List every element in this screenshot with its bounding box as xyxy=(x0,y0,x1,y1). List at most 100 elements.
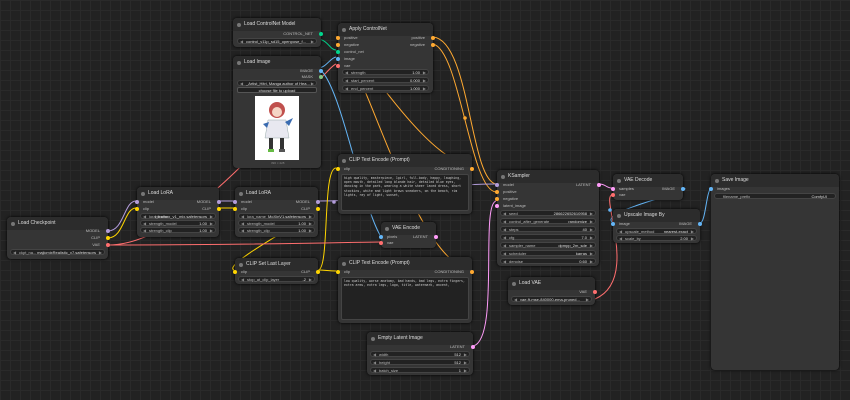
output-image-pin[interactable] xyxy=(698,222,702,226)
input-clip-pin[interactable] xyxy=(135,207,139,211)
input-images-pin[interactable] xyxy=(709,187,713,191)
arrow-right-icon[interactable]: ▶ xyxy=(310,81,314,86)
output-latent-pin[interactable] xyxy=(434,235,438,239)
node-load-vae[interactable]: Load VAE VAE ◀vae-ft-mse-840000-ema-prun… xyxy=(508,277,597,305)
arrow-left-icon[interactable]: ◀ xyxy=(503,219,507,224)
node-upscale-image-by[interactable]: Upscale Image By image IMAGE ◀upscale_me… xyxy=(611,209,702,243)
node-title[interactable]: Load ControlNet Model xyxy=(233,18,321,31)
arrow-left-icon[interactable]: ◀ xyxy=(619,229,623,234)
arrow-left-icon[interactable]: ◀ xyxy=(13,250,17,255)
arrow-left-icon[interactable]: ◀ xyxy=(240,39,244,44)
arrow-right-icon[interactable]: ▶ xyxy=(98,250,102,255)
arrow-right-icon[interactable]: ▶ xyxy=(589,243,593,248)
output-vae-pin[interactable] xyxy=(106,243,110,247)
arrow-left-icon[interactable]: ◀ xyxy=(241,277,245,282)
node-title[interactable]: Empty Latent Image xyxy=(367,332,473,345)
input-negative-pin[interactable] xyxy=(495,197,499,201)
node-clip-text-encode-negative[interactable]: CLIP Text Encode (Prompt) clip CONDITION… xyxy=(336,257,474,323)
arrow-left-icon[interactable]: ◀ xyxy=(143,228,147,233)
input-model-pin[interactable] xyxy=(233,200,237,204)
arrow-right-icon[interactable]: ▶ xyxy=(308,214,312,219)
input-clip-pin[interactable] xyxy=(233,270,237,274)
arrow-right-icon[interactable]: ▶ xyxy=(589,235,593,240)
arrow-left-icon[interactable]: ◀ xyxy=(345,70,349,75)
arrow-right-icon[interactable]: ▶ xyxy=(463,352,467,357)
arrow-left-icon[interactable]: ◀ xyxy=(503,235,507,240)
node-load-image[interactable]: Load Image IMAGE MASK ◀_Artist_Hitri, Ma… xyxy=(233,56,323,168)
collapse-dot-icon[interactable] xyxy=(617,213,621,218)
arrow-right-icon[interactable]: ▶ xyxy=(463,368,467,373)
arrow-right-icon[interactable]: ▶ xyxy=(310,39,314,44)
arrow-right-icon[interactable]: ▶ xyxy=(589,251,593,256)
node-clip-text-encode-positive[interactable]: CLIP Text Encode (Prompt) clip CONDITION… xyxy=(336,154,474,214)
arrow-right-icon[interactable]: ▶ xyxy=(209,214,213,219)
arrow-left-icon[interactable]: ◀ xyxy=(143,221,147,226)
input-samples-pin[interactable] xyxy=(611,187,615,191)
input-clip-pin[interactable] xyxy=(336,270,340,274)
node-load-lora-2[interactable]: Load LoRA model clip MODEL CLIP ◀lora_na… xyxy=(233,187,320,237)
node-title[interactable]: Save Image xyxy=(711,174,839,187)
arrow-left-icon[interactable]: ◀ xyxy=(503,211,507,216)
arrow-left-icon[interactable]: ◀ xyxy=(241,214,245,219)
collapse-dot-icon[interactable] xyxy=(11,221,15,226)
arrow-left-icon[interactable]: ◀ xyxy=(503,227,507,232)
prompt-textarea[interactable]: low quality, worse anatomy, bad hands, b… xyxy=(341,277,469,320)
collapse-dot-icon[interactable] xyxy=(141,191,145,196)
input-image-pin[interactable] xyxy=(336,57,340,61)
node-title[interactable]: Load Image xyxy=(233,56,321,69)
arrow-right-icon[interactable]: ▶ xyxy=(690,236,694,241)
collapse-dot-icon[interactable] xyxy=(342,27,346,32)
collapse-dot-icon[interactable] xyxy=(617,178,621,183)
output-latent-pin[interactable] xyxy=(471,345,475,349)
arrow-right-icon[interactable]: ▶ xyxy=(308,228,312,233)
node-title[interactable]: Apply ControlNet xyxy=(338,23,433,36)
arrow-right-icon[interactable]: ▶ xyxy=(463,360,467,365)
output-model-pin[interactable] xyxy=(316,200,320,204)
node-load-checkpoint[interactable]: Load Checkpoint MODEL CLIP VAE ◀ckpt_na.… xyxy=(7,217,110,259)
stop-at-clip-layer-stepper[interactable]: ◀stop_at_clip_layer-2▶ xyxy=(238,276,315,282)
collapse-dot-icon[interactable] xyxy=(512,281,516,286)
arrow-right-icon[interactable]: ▶ xyxy=(209,221,213,226)
arrow-left-icon[interactable]: ◀ xyxy=(373,352,377,357)
arrow-right-icon[interactable]: ▶ xyxy=(589,211,593,216)
node-title[interactable]: CLIP Text Encode (Prompt) xyxy=(338,257,472,270)
output-clip-pin[interactable] xyxy=(316,207,320,211)
output-vae-pin[interactable] xyxy=(593,290,597,294)
arrow-left-icon[interactable]: ◀ xyxy=(240,81,244,86)
input-vae-pin[interactable] xyxy=(379,241,383,245)
arrow-right-icon[interactable]: ▶ xyxy=(422,70,426,75)
collapse-dot-icon[interactable] xyxy=(715,178,719,183)
input-model-pin[interactable] xyxy=(495,183,499,187)
input-clip-pin[interactable] xyxy=(233,207,237,211)
output-mask-pin[interactable] xyxy=(319,75,323,79)
upload-button[interactable]: choose file to upload xyxy=(237,87,317,93)
arrow-right-icon[interactable]: ▶ xyxy=(308,221,312,226)
node-title[interactable]: CLIP Text Encode (Prompt) xyxy=(338,154,472,167)
input-positive-pin[interactable] xyxy=(495,190,499,194)
node-title[interactable]: CLIP Set Last Layer xyxy=(235,258,318,271)
input-image-pin[interactable] xyxy=(611,222,615,226)
input-latent-pin[interactable] xyxy=(495,204,499,208)
output-negative-pin[interactable] xyxy=(431,43,435,47)
collapse-dot-icon[interactable] xyxy=(371,336,375,341)
node-load-controlnet[interactable]: Load ControlNet Model CONTROL_NET ◀ cont… xyxy=(233,18,323,47)
arrow-right-icon[interactable]: ▶ xyxy=(589,219,593,224)
output-latent-pin[interactable] xyxy=(597,183,601,187)
input-positive-pin[interactable] xyxy=(336,36,340,40)
arrow-left-icon[interactable]: ◀ xyxy=(241,228,245,233)
